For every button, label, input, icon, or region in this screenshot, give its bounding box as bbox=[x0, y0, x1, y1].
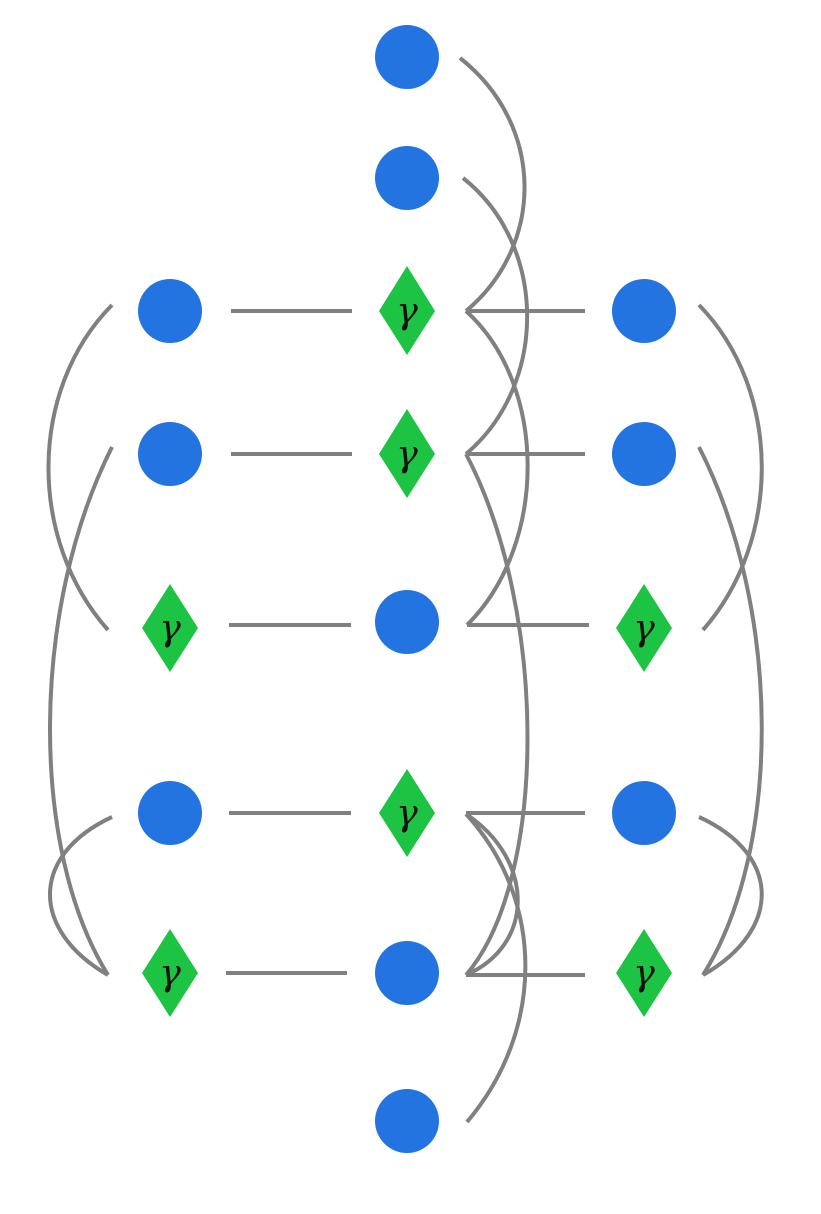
node-label: γ bbox=[159, 608, 181, 649]
nodes: γ γ γ γ γ γ bbox=[138, 25, 676, 1153]
diamond-node: γ bbox=[142, 929, 198, 1017]
circle-node bbox=[375, 1089, 439, 1153]
node-label: γ bbox=[633, 953, 655, 994]
diamond-node: γ bbox=[379, 769, 435, 857]
circle-node bbox=[138, 422, 202, 486]
circle-node bbox=[375, 25, 439, 89]
edge-arc bbox=[464, 812, 528, 1124]
node-label: γ bbox=[633, 608, 655, 649]
circle-node bbox=[375, 146, 439, 210]
node-label: γ bbox=[396, 291, 418, 332]
straight-edges bbox=[226, 309, 589, 977]
edge-arc bbox=[464, 812, 520, 977]
circle-node bbox=[612, 781, 676, 845]
diamond-node: γ bbox=[379, 409, 435, 498]
diamond-node: γ bbox=[616, 929, 672, 1017]
curved-edges bbox=[46, 56, 764, 1124]
edge-arc bbox=[46, 303, 114, 632]
edge-arc bbox=[697, 446, 764, 977]
edge-arc bbox=[48, 446, 114, 977]
diamond-node: γ bbox=[379, 266, 435, 355]
circle-node bbox=[612, 422, 676, 486]
circle-node bbox=[138, 781, 202, 845]
circle-node bbox=[375, 941, 439, 1005]
circle-node bbox=[612, 279, 676, 343]
edge-arc bbox=[464, 453, 530, 977]
node-label: γ bbox=[396, 793, 418, 834]
circle-node bbox=[375, 590, 439, 654]
diamond-node: γ bbox=[616, 584, 672, 672]
circle-node bbox=[138, 279, 202, 343]
node-label: γ bbox=[159, 953, 181, 994]
edge-arc bbox=[464, 309, 530, 627]
edge-arc bbox=[48, 815, 113, 977]
edge-arc bbox=[458, 56, 527, 313]
edge-arc bbox=[461, 176, 530, 456]
edge-arc bbox=[697, 303, 764, 632]
diamond-node: γ bbox=[142, 584, 198, 672]
node-label: γ bbox=[396, 434, 418, 475]
edge-arc bbox=[698, 815, 764, 977]
